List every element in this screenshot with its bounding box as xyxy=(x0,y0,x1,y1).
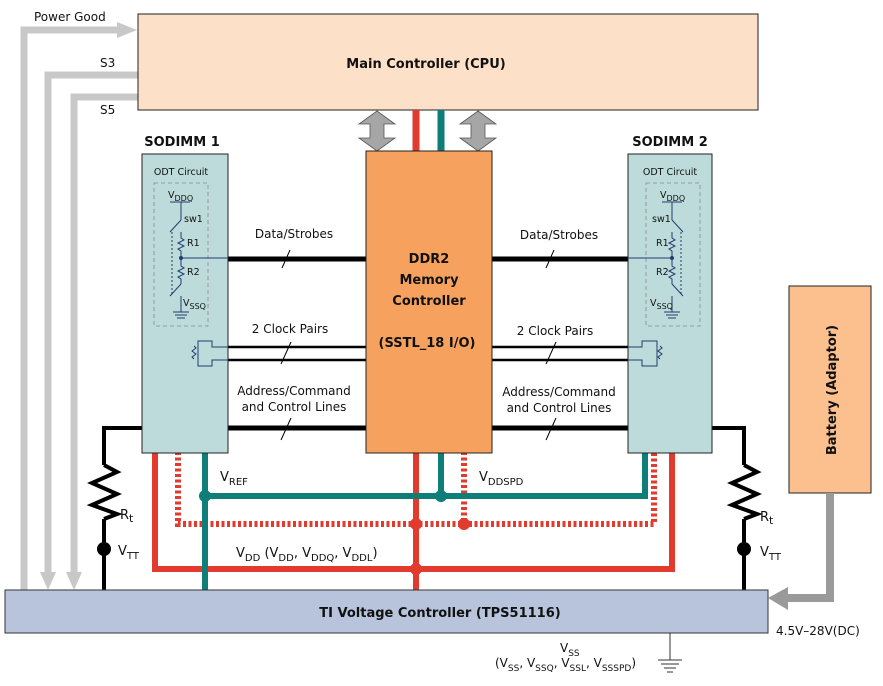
power-good-label: Power Good xyxy=(34,10,106,24)
sodimm1-box xyxy=(141,153,229,454)
battery-title: Battery (Adaptor) xyxy=(825,325,840,455)
sodimm1-r1: R1 xyxy=(187,238,200,249)
clock-pairs-label-right: 2 Clock Pairs xyxy=(517,324,593,338)
address-label-right-2: and Control Lines xyxy=(507,401,612,415)
battery-arrow xyxy=(768,493,834,610)
odt-junction xyxy=(179,256,183,260)
rt-label-left: Rt xyxy=(120,508,134,525)
sodimm1-title: SODIMM 1 xyxy=(144,135,220,150)
battery-box xyxy=(788,285,872,494)
sodimm1-vddq: VDDQ xyxy=(168,190,193,203)
sodimm2-odt-title: ODT Circuit xyxy=(643,167,697,178)
s5-label: S5 xyxy=(100,103,115,117)
vtt-node-right xyxy=(737,542,751,556)
sodimm2-odt-schematic xyxy=(628,201,684,367)
power-good-signal xyxy=(20,22,137,590)
sodimm1-vssq: VSSQ xyxy=(183,298,206,311)
sodimm2-sw1: sw1 xyxy=(652,214,671,225)
sodimm1-odt-schematic xyxy=(169,201,228,367)
rt-label-right: Rt xyxy=(760,510,774,527)
bidirectional-arrow-right xyxy=(458,110,498,152)
vdd-label: VDD (VDD, VDDQ, VDDL) xyxy=(236,546,378,564)
sodimm1-odt-title: ODT Circuit xyxy=(154,167,208,178)
vddspd-label: VDDSPD xyxy=(479,470,524,488)
ground-icon xyxy=(658,633,682,673)
data-strobes-label-right: Data/Strobes xyxy=(520,228,598,242)
bus-slash xyxy=(280,341,292,365)
ddr2-controller-box xyxy=(365,150,493,454)
termination-left xyxy=(86,426,142,590)
bus-slash xyxy=(545,417,557,441)
vref-rail xyxy=(205,452,648,499)
address-label-left-1: Address/Command xyxy=(237,384,351,398)
ddr2-title-2: Memory xyxy=(399,273,459,288)
vddspd-junction xyxy=(410,518,422,530)
cpu-title: Main Controller (CPU) xyxy=(346,57,505,72)
vref-junction xyxy=(199,490,211,502)
vtt-node-left xyxy=(97,542,111,556)
address-label-right-1: Address/Command xyxy=(502,385,616,399)
clock-pairs-label-left: 2 Clock Pairs xyxy=(252,322,328,336)
sodimm2-r2: R2 xyxy=(656,267,669,278)
sodimm2-title: SODIMM 2 xyxy=(632,135,708,150)
ddr2-io-standard: (SSTL_18 I/O) xyxy=(379,336,476,351)
sodimm1-odt-circuit xyxy=(153,182,209,327)
sodimm1-r2: R2 xyxy=(187,267,200,278)
voltage-controller-title: TI Voltage Controller (TPS51116) xyxy=(319,606,560,621)
vss-label: VSS xyxy=(560,641,580,659)
vtt-label-left: VTT xyxy=(118,544,140,562)
data-strobes-label-left: Data/Strobes xyxy=(255,227,333,241)
sodimm2-vssq: VSSQ xyxy=(650,298,673,311)
bus-slash xyxy=(280,417,292,441)
vref-ddr2-junction xyxy=(435,490,447,502)
vref-label: VREF xyxy=(220,470,248,488)
voltage-controller-box xyxy=(4,589,769,634)
s5-signal xyxy=(66,93,138,590)
sodimm2-odt-circuit xyxy=(645,182,701,327)
bidirectional-arrow-left xyxy=(357,110,397,152)
vdd-junction xyxy=(410,563,422,575)
vtt-label-right: VTT xyxy=(760,545,782,563)
input-voltage-range: 4.5V–28V(DC) xyxy=(776,624,860,638)
sodimm1-sw1: sw1 xyxy=(184,214,203,225)
bus-slash xyxy=(281,249,291,269)
address-label-left-2: and Control Lines xyxy=(242,400,347,414)
vss-list: (VSS, VSSQ, VSSL, VSSSPD) xyxy=(495,656,636,674)
odt-junction xyxy=(670,256,674,260)
sodimm2-box xyxy=(627,153,713,454)
s3-label: S3 xyxy=(100,56,115,70)
sodimm2-vddq: VDDQ xyxy=(660,190,685,203)
cpu-box xyxy=(137,13,759,111)
vddspd-ddr2-junction xyxy=(458,518,470,530)
ddr2-title-1: DDR2 xyxy=(409,252,450,267)
ddr2-title-3: Controller xyxy=(392,294,466,309)
bus-slash xyxy=(545,249,555,269)
termination-right xyxy=(712,426,763,590)
sodimm2-r1: R1 xyxy=(656,238,669,249)
s3-signal xyxy=(40,71,138,590)
bus-slash xyxy=(545,341,557,365)
